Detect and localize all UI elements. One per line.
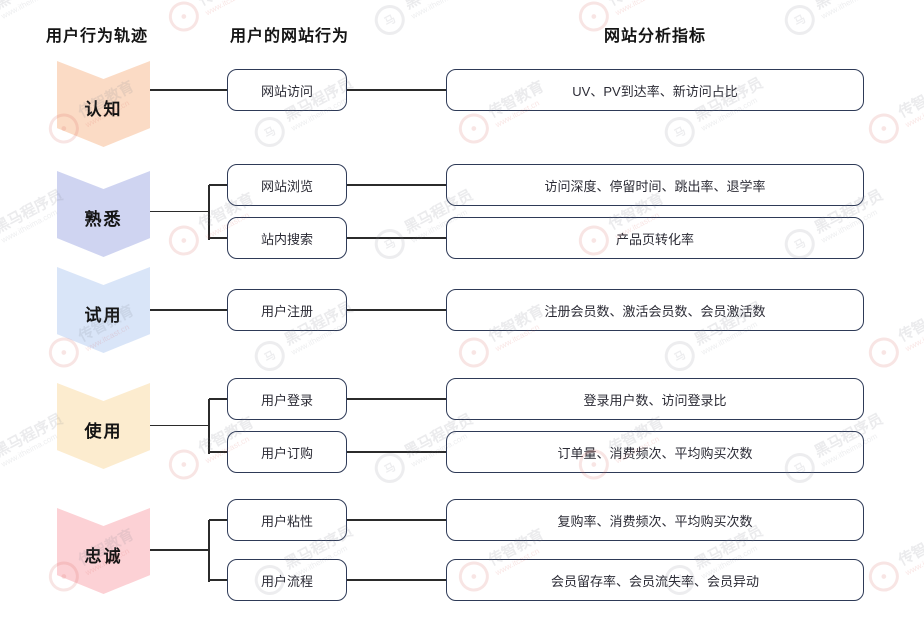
connector-line (347, 398, 446, 400)
column-header-user-journey: 用户行为轨迹 (46, 28, 149, 45)
watermark-url: www.itcast.cn (203, 0, 251, 18)
watermark-brand-name: 黑马程序员 (0, 0, 66, 14)
metric-node: 登录用户数、访问登录比 (446, 378, 864, 420)
connector-line (209, 398, 227, 400)
metric-node: 订单量、消费频次、平均购买次数 (446, 431, 864, 473)
watermark-logo-icon: ● (863, 556, 905, 597)
connector-line (208, 520, 210, 582)
watermark-logo-icon: ● (453, 332, 495, 373)
metric-node: 产品页转化率 (446, 217, 864, 259)
watermark-logo-icon: 马 (659, 111, 701, 153)
connector-line (150, 424, 209, 427)
behavior-node: 用户订购 (227, 431, 347, 473)
connector-line (209, 237, 227, 239)
watermark-url: www.itcast.cn (903, 98, 924, 130)
stage-chevron: 认知 (57, 61, 150, 147)
watermark-logo-icon: 马 (369, 223, 411, 265)
connector-line (209, 579, 227, 581)
watermark-brand-name: 传智教育 (196, 0, 257, 10)
watermark-brand-name: 黑马程序员 (812, 0, 886, 14)
metric-node: 访问深度、停留时间、跳出率、退学率 (446, 164, 864, 206)
watermark-logo-icon: 马 (369, 0, 411, 41)
stage-chevron: 试用 (57, 267, 150, 353)
metric-node: 会员留存率、会员流失率、会员异动 (446, 559, 864, 601)
connector-line (209, 184, 227, 186)
watermark-url: www.itcast.cn (903, 322, 924, 354)
watermark-logo-icon: 马 (779, 0, 821, 41)
watermark-url: www.itheima.com (409, 0, 469, 21)
watermark-logo-icon: 马 (249, 111, 291, 153)
stage-label: 使用 (84, 421, 123, 441)
watermark-logo-icon: ● (163, 0, 205, 37)
behavior-node: 用户粘性 (227, 499, 347, 541)
stage-label: 试用 (84, 305, 123, 325)
watermark-brand-name: 传智教育 (895, 78, 924, 122)
behavior-node: 网站访问 (227, 69, 347, 111)
stage-chevron: 熟悉 (57, 171, 150, 257)
stage-chevron: 忠诚 (57, 508, 150, 594)
behavior-node: 网站浏览 (227, 164, 347, 206)
connector-line (150, 89, 227, 91)
connector-line (347, 89, 446, 91)
behavior-node: 用户流程 (227, 559, 347, 601)
behavior-node: 站内搜索 (227, 217, 347, 259)
connector-line (150, 309, 227, 311)
watermark-brand-name: 传智教育 (895, 302, 924, 346)
watermark-logo-icon: ● (163, 444, 205, 485)
watermark-brand-name: 传智教育 (606, 0, 667, 10)
stage-label: 忠诚 (84, 546, 123, 566)
stage-label: 熟悉 (84, 209, 123, 229)
connector-line (347, 184, 446, 186)
connector-line (150, 549, 209, 551)
connector-line (347, 237, 446, 239)
watermark-brand-name: 黑马程序员 (0, 410, 67, 462)
watermark-logo-icon: ● (453, 108, 495, 149)
connector-line (347, 519, 446, 521)
connector-line (347, 309, 446, 311)
watermark-url: www.itcast.cn (903, 546, 924, 578)
watermark-brand-name: 黑马程序员 (0, 186, 67, 238)
watermark-logo-icon: ● (863, 332, 905, 373)
connector-line (150, 210, 209, 213)
watermark-logo-icon: 马 (249, 335, 291, 377)
connector-line (209, 451, 227, 453)
metric-node: UV、PV到达率、新访问占比 (446, 69, 864, 111)
watermark-logo-icon: 马 (659, 335, 701, 377)
behavior-node: 用户注册 (227, 289, 347, 331)
watermark-logo-icon: ● (163, 220, 205, 261)
watermark-url: www.itheima.com (0, 0, 59, 21)
column-header-site-behavior: 用户的网站行为 (230, 28, 350, 45)
stage-label: 认知 (84, 99, 123, 119)
metric-node: 注册会员数、激活会员数、会员激活数 (446, 289, 864, 331)
connector-line (347, 579, 446, 581)
stage-chevron: 使用 (57, 383, 150, 469)
connector-line (208, 399, 210, 454)
watermark-url: www.itcast.cn (613, 0, 661, 18)
watermark-logo-icon: 马 (369, 447, 411, 489)
connector-line (209, 519, 227, 521)
watermark-url: www.itheima.com (819, 0, 879, 21)
connector-line (347, 451, 446, 453)
watermark-brand-name: 黑马程序员 (402, 0, 476, 14)
column-header-analytics-metrics: 网站分析指标 (604, 28, 707, 45)
metric-node: 复购率、消费频次、平均购买次数 (446, 499, 864, 541)
behavior-node: 用户登录 (227, 378, 347, 420)
connector-line (208, 185, 210, 240)
watermark-brand-name: 传智教育 (895, 526, 924, 570)
watermark-logo-icon: ● (863, 108, 905, 149)
